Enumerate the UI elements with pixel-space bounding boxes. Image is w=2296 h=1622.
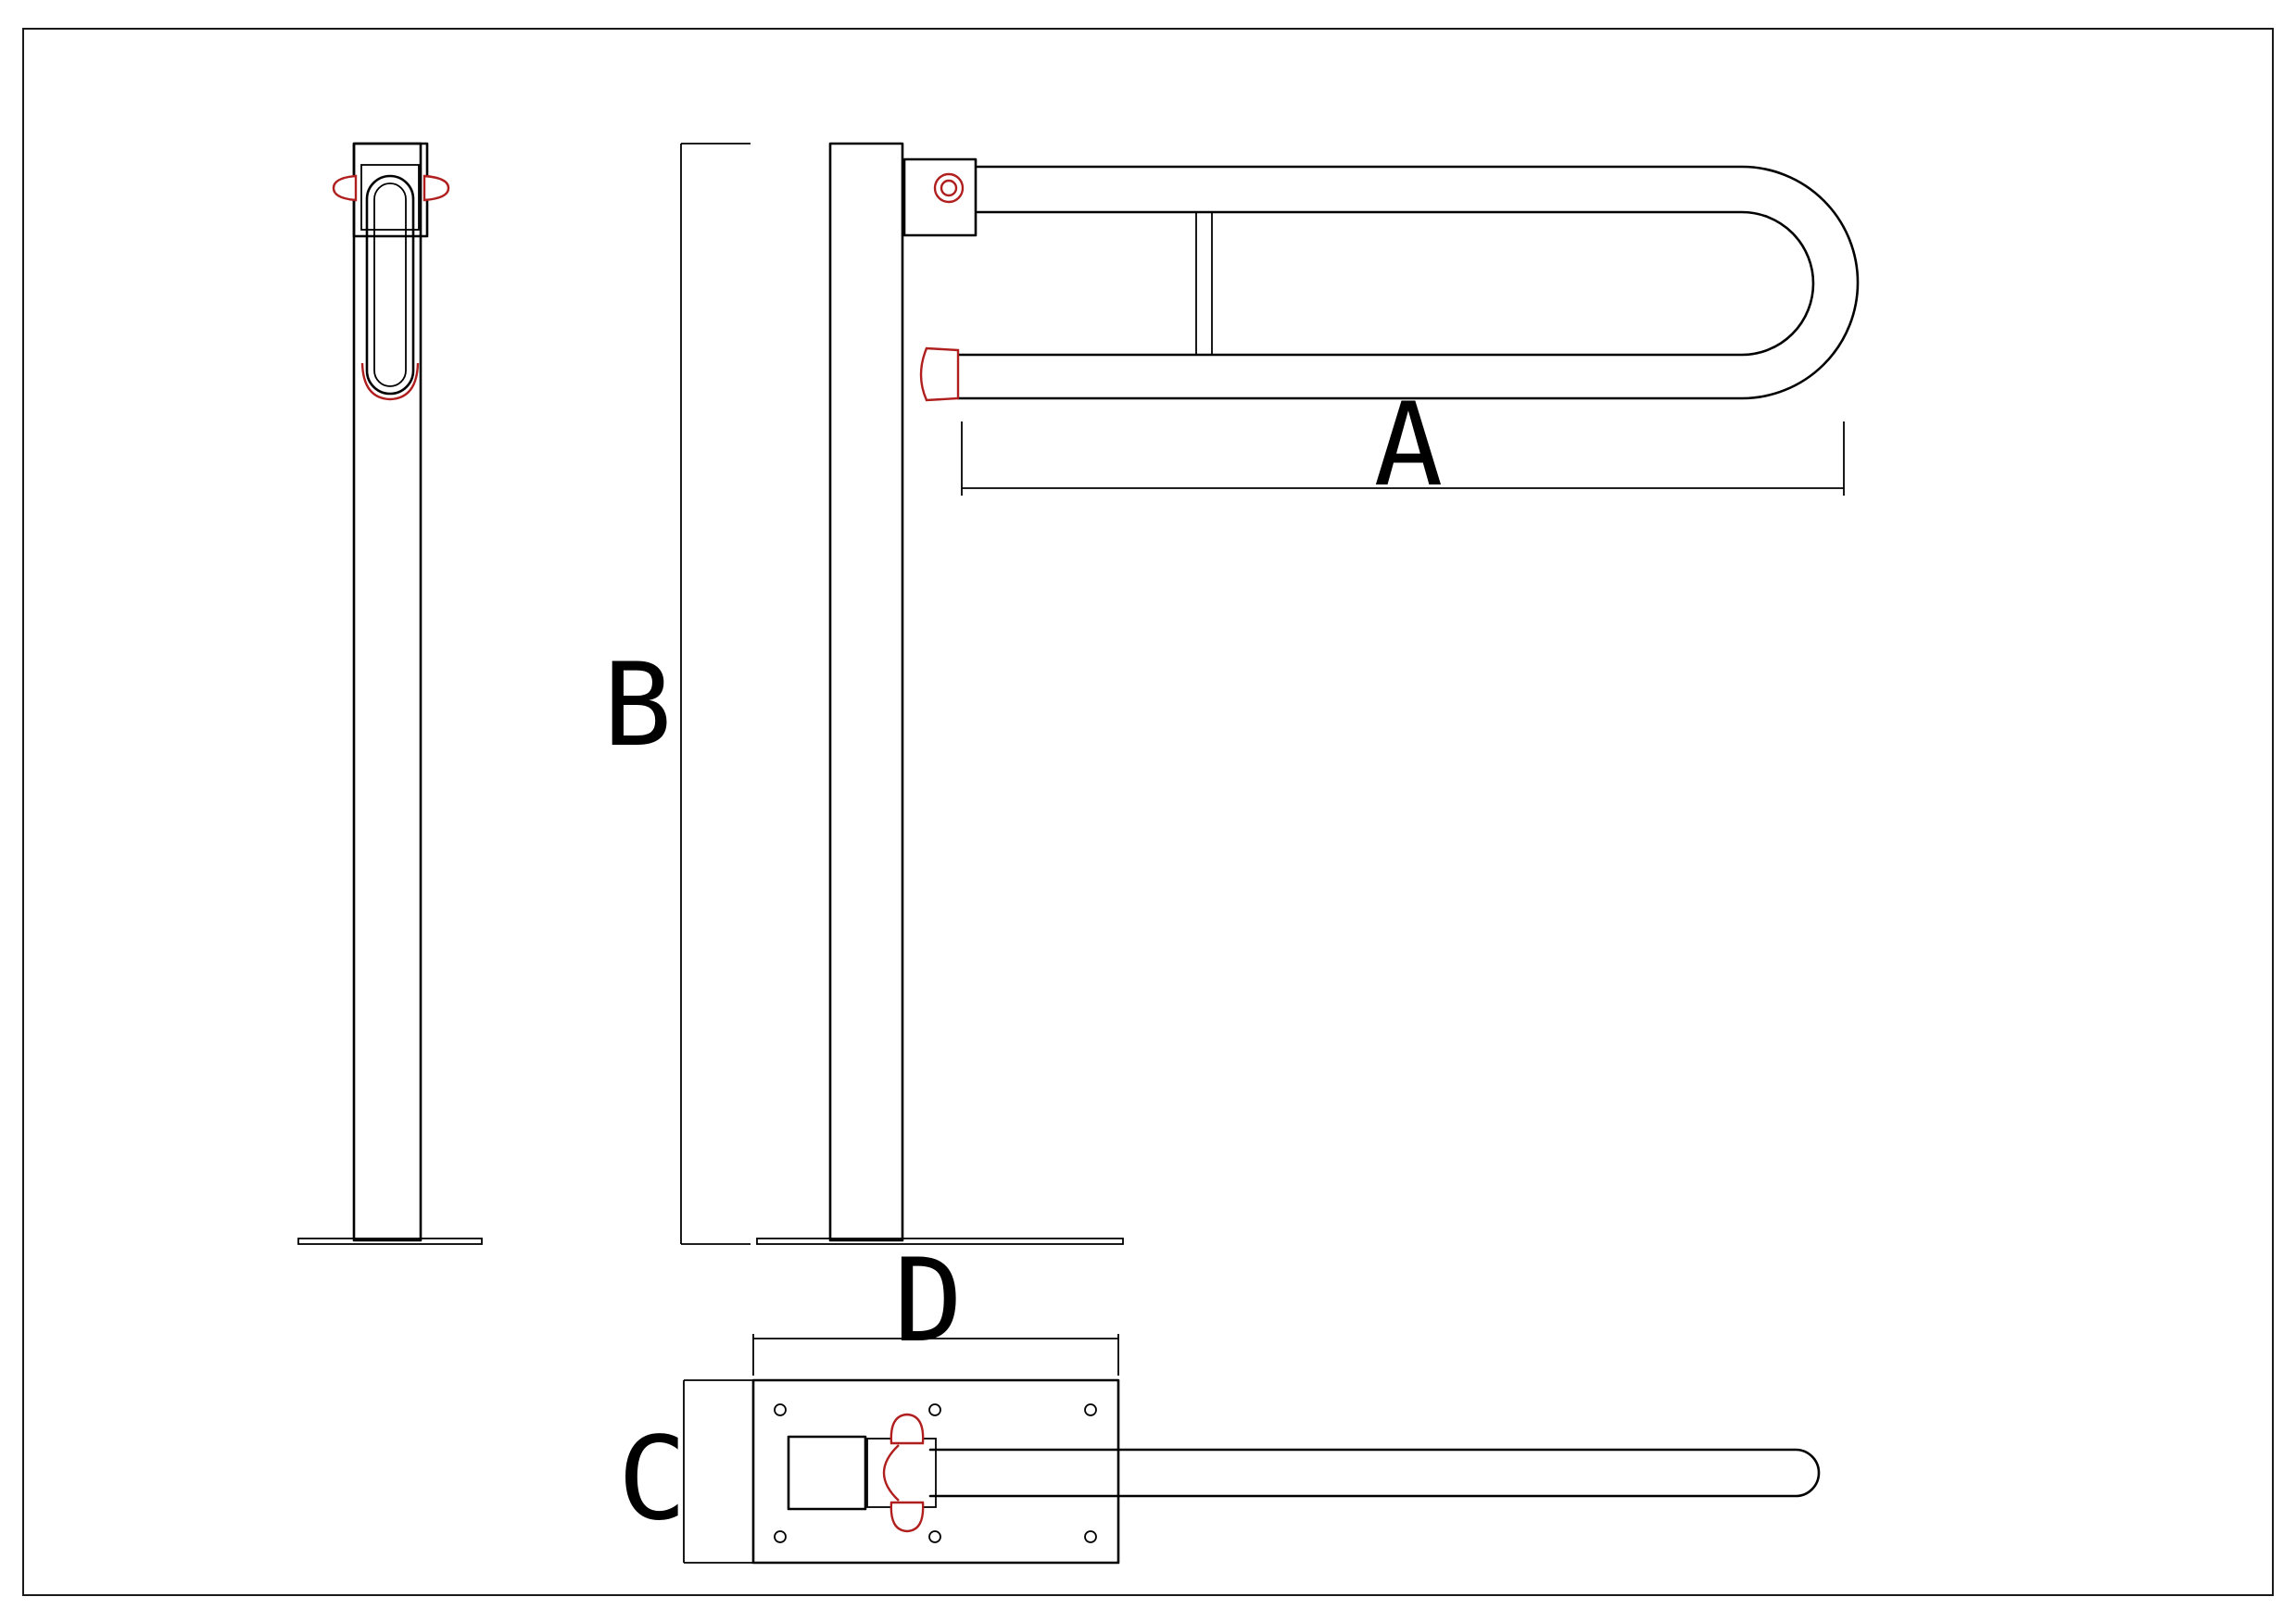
dimension-c-label: C xyxy=(618,1413,688,1546)
top-view-post-block xyxy=(787,1435,867,1511)
side-view-rail-inner xyxy=(956,210,1815,357)
dimension-d-label: D xyxy=(894,1235,964,1368)
top-view-bolt-hole-5 xyxy=(928,1530,941,1543)
top-view-bolt-hole-3 xyxy=(1084,1403,1097,1416)
top-view-bolt-hole-2 xyxy=(928,1403,941,1416)
dimension-a: A xyxy=(961,379,1845,512)
side-view-post xyxy=(828,142,904,1242)
side-view-hinge-block xyxy=(902,157,978,237)
top-view-bolt-hole-1 xyxy=(774,1403,787,1416)
side-view-end-cap xyxy=(919,346,960,402)
top-view-hinge-arc xyxy=(882,1444,900,1502)
front-view xyxy=(297,142,483,1245)
top-view-hinge-bottom xyxy=(889,1501,925,1533)
side-view-hinge-pin-inner xyxy=(940,179,958,197)
front-view-hinge-left xyxy=(332,174,358,202)
dimension-c: C xyxy=(618,1379,753,1564)
front-view-base-plate xyxy=(297,1238,483,1245)
front-view-end-cap xyxy=(360,362,420,401)
top-view-bolt-hole-6 xyxy=(1084,1530,1097,1543)
top-view-hinge-bracket xyxy=(866,1438,937,1508)
front-view-hinge-right xyxy=(423,174,450,202)
front-view-post xyxy=(352,142,423,1242)
top-view-rail xyxy=(928,1448,1821,1498)
top-view-bolt-hole-4 xyxy=(774,1530,787,1543)
dimension-b-label: B xyxy=(603,639,673,773)
front-view-folded-rail-inner xyxy=(373,182,407,387)
front-view-bracket-inner xyxy=(360,164,420,231)
front-view-folded-rail xyxy=(365,174,415,396)
top-view-base-plate xyxy=(751,1378,1120,1565)
drawing-frame xyxy=(22,28,2274,1596)
top-view xyxy=(751,1378,1821,1565)
side-view-hinge-pin-outer xyxy=(933,172,965,204)
side-view-rail-outer xyxy=(956,165,1860,400)
side-view xyxy=(756,142,1860,1245)
dimension-a-label: A xyxy=(1374,379,1444,512)
side-view-base-plate xyxy=(756,1238,1124,1245)
dimension-b: B xyxy=(603,143,751,1245)
top-view-hinge-top xyxy=(889,1413,925,1445)
front-view-bracket xyxy=(352,142,429,238)
dimension-d: D xyxy=(752,1235,1119,1376)
